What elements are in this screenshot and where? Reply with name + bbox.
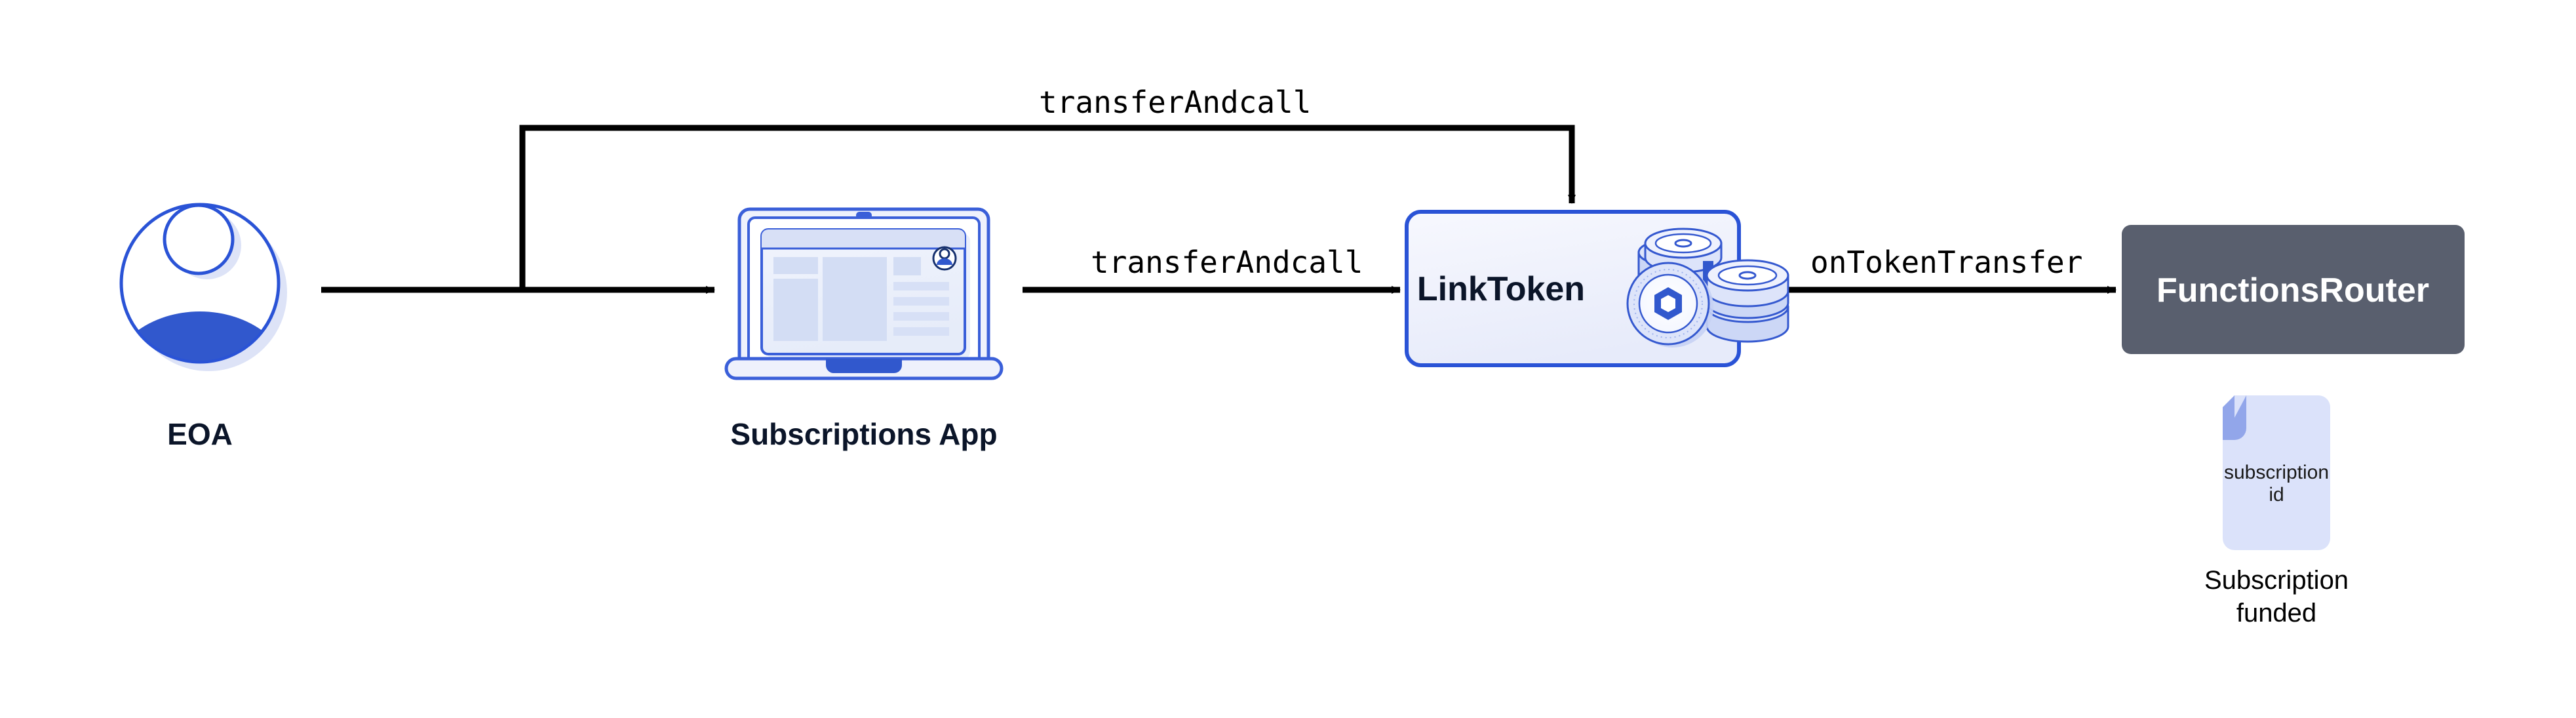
laptop-trackpad-notch [826,359,902,373]
app-list-row [893,312,949,321]
edge-eoa-to-linktoken-bypass: transferAndcall [519,85,1576,290]
document-body [2223,395,2330,550]
document-text-line-2: id [2269,484,2284,506]
edge-label-on-token-transfer: onTokenTransfer [1810,245,2082,280]
coin-right-top-hex-mark [1738,271,1757,280]
app-list-row [893,327,949,336]
app-panel-block [773,279,818,341]
document-text-line-1: subscription [2224,462,2329,483]
app-list-row [893,297,949,306]
artifact-caption-line-1: Subscription [2204,566,2349,595]
coin-top-left-hex-mark [1674,239,1692,248]
node-label-functions-router: FunctionsRouter [2156,271,2429,309]
node-functions-router[interactable]: FunctionsRouter [2122,225,2465,354]
functions-router-box[interactable] [2122,225,2465,354]
laptop-icon [724,207,1004,380]
artifact-caption-line-2: funded [2236,599,2316,628]
app-user-avatar-head [939,248,950,260]
edge-path [519,125,1576,290]
edge-linktoken-to-functionsrouter: onTokenTransfer [1763,245,2117,294]
artifact-subscription-id: subscription id Subscription funded [2204,395,2349,628]
app-panel-block [773,257,818,274]
chainlink-hexagon-inner [1661,295,1675,312]
node-eoa[interactable]: EOA [108,203,292,456]
node-label-subscriptions-app: Subscriptions App [730,417,997,451]
document-icon [2223,395,2330,550]
coin-right-top-inner-ring [1717,265,1778,286]
laptop-webcam-icon [856,212,872,219]
app-user-avatar-body [937,258,952,265]
avatar-head [163,203,235,275]
app-panel-block [823,257,887,341]
chainlink-coin-stack-icon [1626,228,1789,348]
app-list-row [893,282,949,290]
edge-subscriptions-app-to-linktoken: transferAndcall [1023,245,1401,294]
medallion-dotted-ring [1633,269,1703,338]
coin-top-left-inner-ring [1654,233,1712,254]
edge-label-transfer-and-call-middle: transferAndcall [1091,245,1363,280]
app-panel-block [893,257,921,275]
app-window-titlebar [762,229,965,248]
node-link-token[interactable]: LinkToken [1405,210,1789,367]
node-subscriptions-app[interactable]: Subscriptions App [724,207,1004,451]
node-label-eoa: EOA [167,417,233,451]
edge-label-transfer-and-call-top: transferAndcall [1039,85,1311,120]
document-fold-triangle [2223,395,2246,440]
node-label-link-token: LinkToken [1417,270,1585,308]
